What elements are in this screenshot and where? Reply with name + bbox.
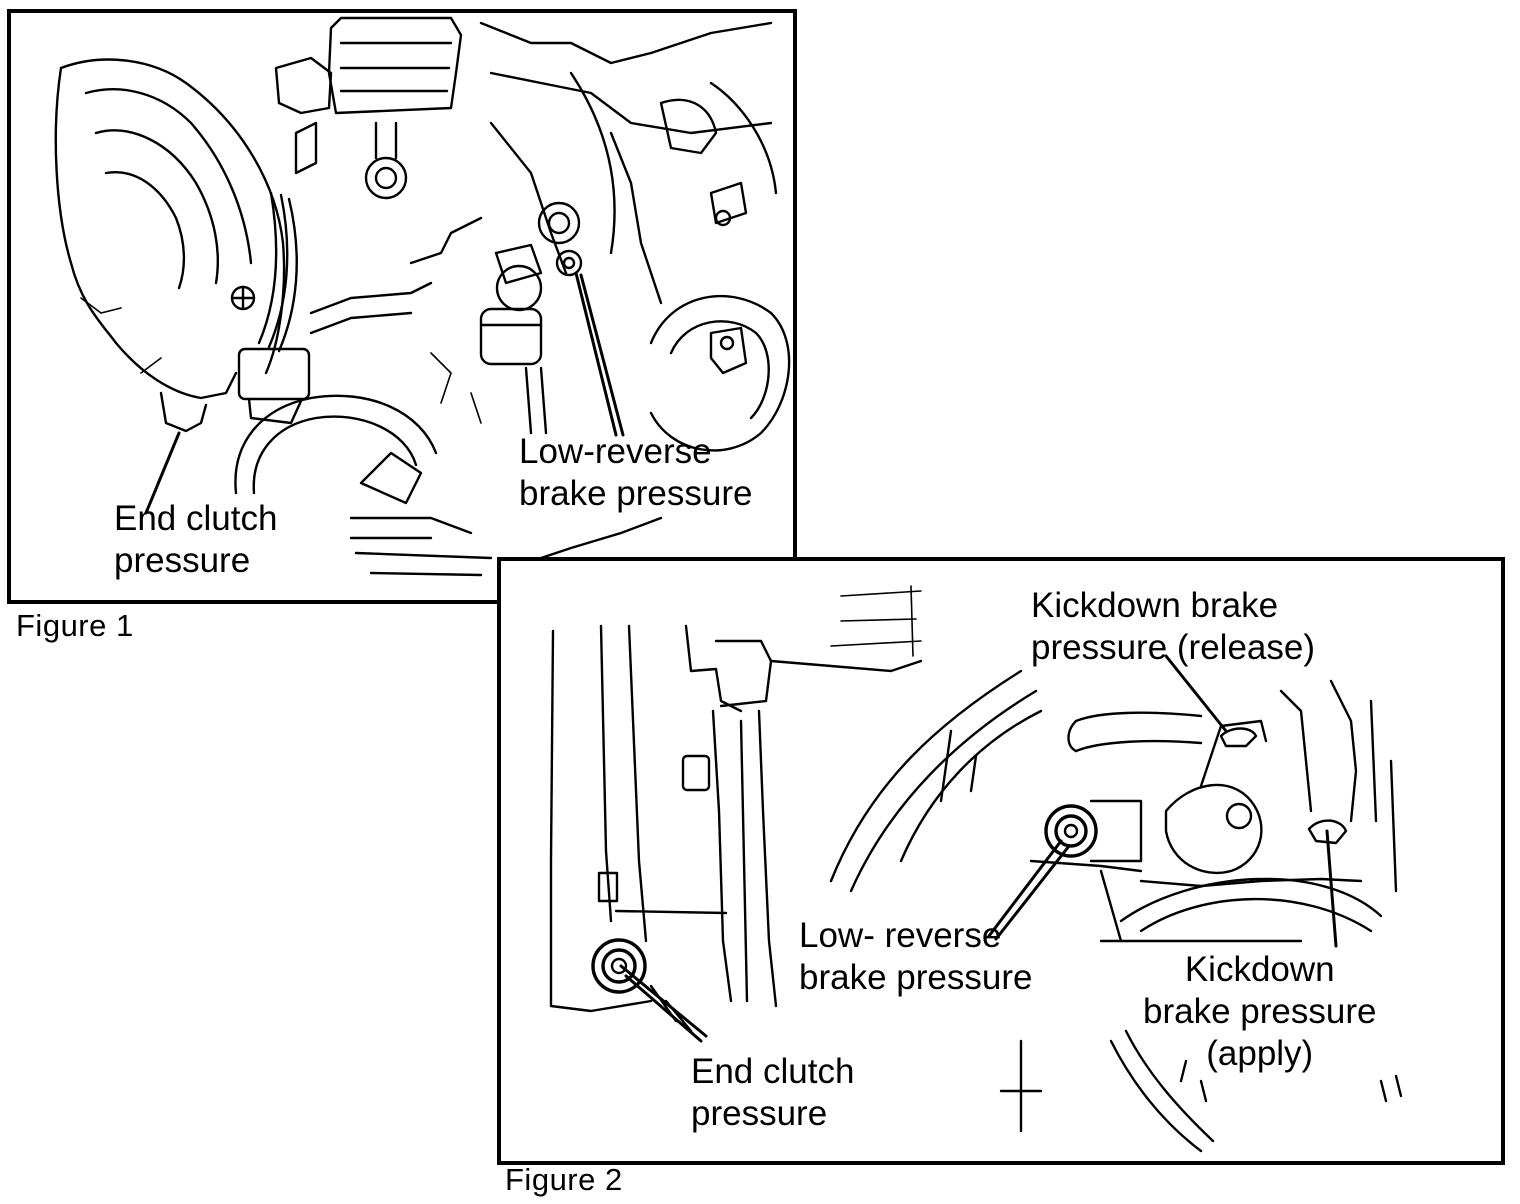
figure-2-engine-drawing xyxy=(549,585,1403,1153)
figure-2-kickdown-brake-apply-label: Kickdown brake pressure (apply) xyxy=(1143,949,1376,1075)
label-line: Kickdown xyxy=(1184,950,1335,989)
label-line: pressure xyxy=(114,541,251,580)
figure-1-low-reverse-brake-pressure-label: Low-reverse brake pressure xyxy=(519,431,752,515)
figure-2-end-clutch-pressure-label: End clutch pressure xyxy=(691,1051,854,1135)
label-line: End clutch xyxy=(114,499,278,538)
label-line: brake pressure xyxy=(799,958,1033,997)
figure-1-engine-drawing xyxy=(54,16,791,577)
label-line: Low-reverse xyxy=(519,432,712,471)
label-line: pressure xyxy=(691,1094,828,1133)
label-line: End clutch xyxy=(691,1052,855,1091)
figure-1-panel: End clutch pressure Low-reverse brake pr… xyxy=(7,9,797,604)
label-line: Kickdown brake xyxy=(1031,586,1279,625)
figure-2-panel: Kickdown brake pressure (release) Low- r… xyxy=(497,557,1505,1165)
figure-2-low-reverse-brake-pressure-label: Low- reverse brake pressure xyxy=(799,915,1032,999)
label-line: pressure (release) xyxy=(1031,628,1315,667)
figure-1-caption: Figure 1 xyxy=(16,608,134,643)
figure-2-kickdown-brake-release-label: Kickdown brake pressure (release) xyxy=(1031,585,1315,669)
figure-1-end-clutch-pressure-label: End clutch pressure xyxy=(114,498,277,582)
label-line: brake pressure xyxy=(519,474,753,513)
label-line: (apply) xyxy=(1206,1034,1314,1073)
figure-2-caption: Figure 2 xyxy=(505,1162,623,1197)
label-line: brake pressure xyxy=(1143,992,1377,1031)
label-line: Low- reverse xyxy=(799,916,1002,955)
